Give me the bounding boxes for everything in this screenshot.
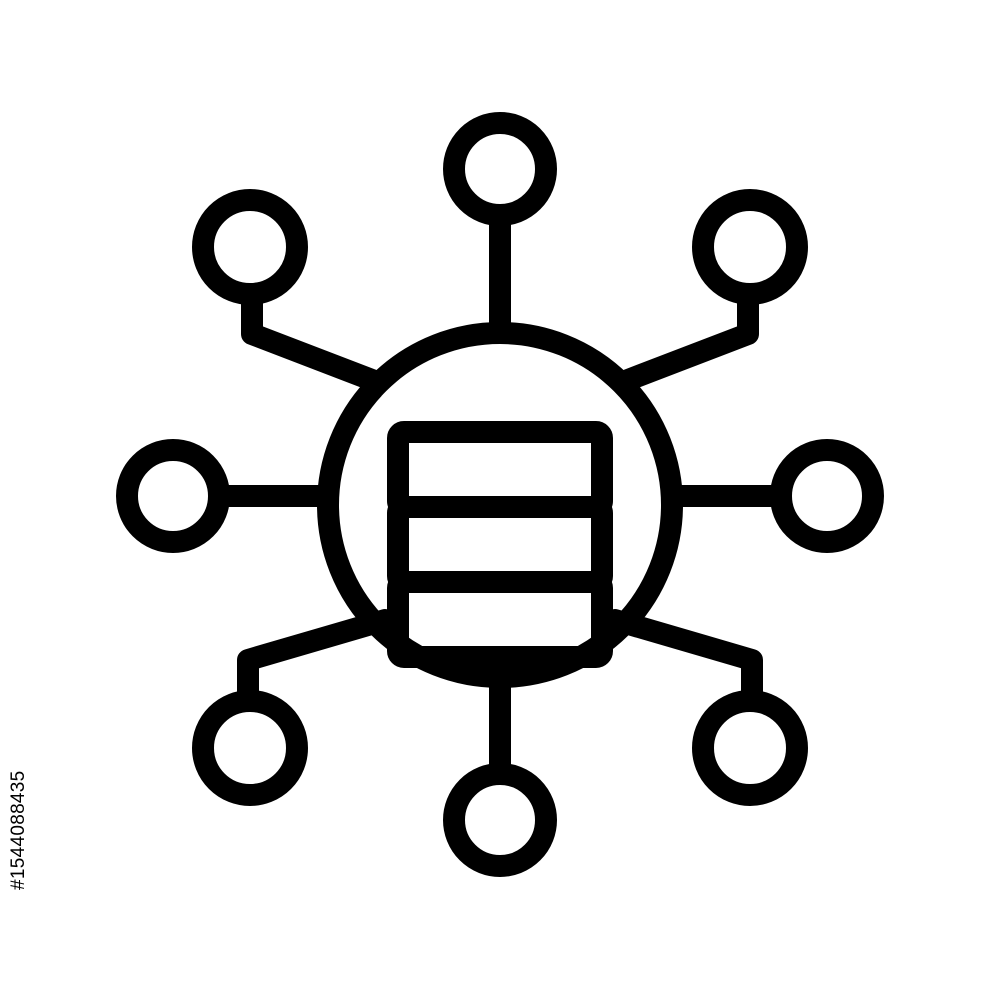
connector-bottom-left [237, 609, 396, 711]
connector-top-left [241, 289, 383, 391]
database-layer-bottom [387, 571, 613, 668]
connector-lines [211, 211, 789, 783]
node-bottom-right [692, 690, 808, 806]
node-top [443, 112, 557, 226]
connector-top-right [617, 289, 759, 391]
network-nodes [116, 112, 884, 877]
database-layer-middle [387, 496, 613, 593]
node-bottom-left [192, 690, 308, 806]
database-layer-top [387, 421, 613, 518]
node-left [116, 439, 230, 553]
stock-id-watermark: #1544088435 [8, 770, 29, 890]
node-top-right [692, 189, 808, 305]
node-right [770, 439, 884, 553]
node-bottom [443, 763, 557, 877]
node-top-left [192, 189, 308, 305]
database-server-icon [387, 421, 613, 668]
connector-bottom-right [604, 609, 763, 711]
